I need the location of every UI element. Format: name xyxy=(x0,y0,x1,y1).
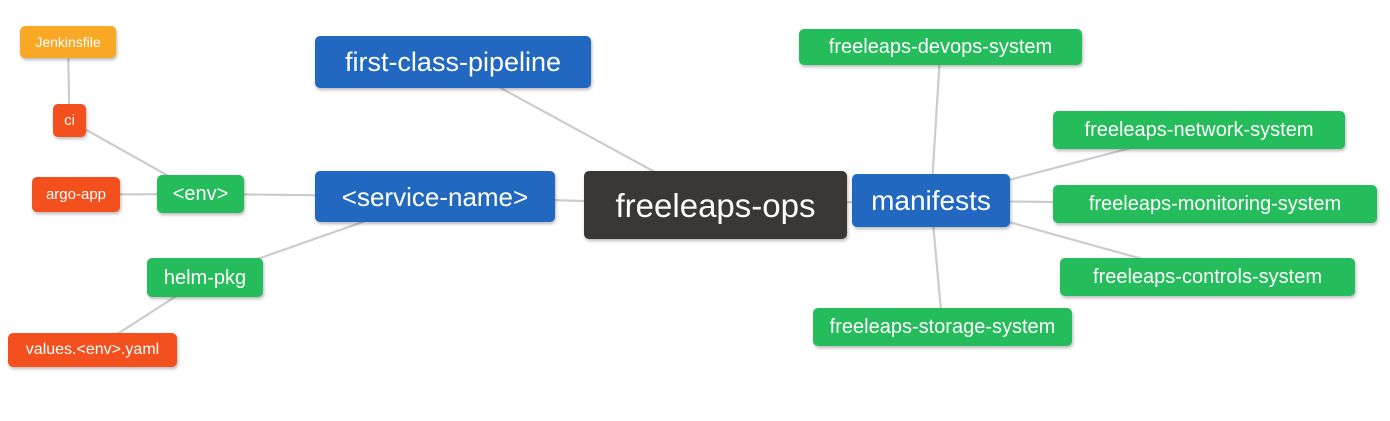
node-label: helm-pkg xyxy=(163,266,247,289)
node-label: freeleaps-devops-system xyxy=(828,36,1053,58)
node-values-env-yaml[interactable]: values.<env>.yaml xyxy=(8,333,177,367)
node-label: first-class-pipeline xyxy=(344,46,562,77)
node-freeleaps-monitoring-system[interactable]: freeleaps-monitoring-system xyxy=(1053,185,1377,223)
node-freeleaps-ops[interactable]: freeleaps-ops xyxy=(584,171,847,239)
node-label: ci xyxy=(64,112,75,129)
node-label: freeleaps-controls-system xyxy=(1093,266,1322,288)
node-freeleaps-devops-system[interactable]: freeleaps-devops-system xyxy=(799,29,1082,65)
node-env[interactable]: <env> xyxy=(157,175,244,213)
node-label: freeleaps-monitoring-system xyxy=(1088,193,1342,215)
node-label: values.<env>.yaml xyxy=(25,341,160,358)
node-argo-app[interactable]: argo-app xyxy=(32,177,120,212)
node-freeleaps-network-system[interactable]: freeleaps-network-system xyxy=(1053,111,1345,149)
node-label: freeleaps-ops xyxy=(615,186,816,224)
node-first-class-pipeline[interactable]: first-class-pipeline xyxy=(315,36,591,88)
node-label: freeleaps-storage-system xyxy=(829,316,1056,338)
node-service-name[interactable]: <service-name> xyxy=(315,171,555,222)
node-label: manifests xyxy=(871,184,991,216)
node-label: argo-app xyxy=(45,186,107,203)
node-label: freeleaps-network-system xyxy=(1084,119,1314,141)
node-helm-pkg[interactable]: helm-pkg xyxy=(147,258,263,297)
node-manifests[interactable]: manifests xyxy=(852,174,1010,227)
node-jenkinsfile[interactable]: Jenkinsfile xyxy=(20,26,116,58)
node-label: <service-name> xyxy=(341,181,529,212)
node-label: Jenkinsfile xyxy=(35,34,101,50)
node-ci[interactable]: ci xyxy=(53,104,86,137)
node-freeleaps-controls-system[interactable]: freeleaps-controls-system xyxy=(1060,258,1355,296)
node-label: <env> xyxy=(172,183,229,205)
node-freeleaps-storage-system[interactable]: freeleaps-storage-system xyxy=(813,308,1072,346)
